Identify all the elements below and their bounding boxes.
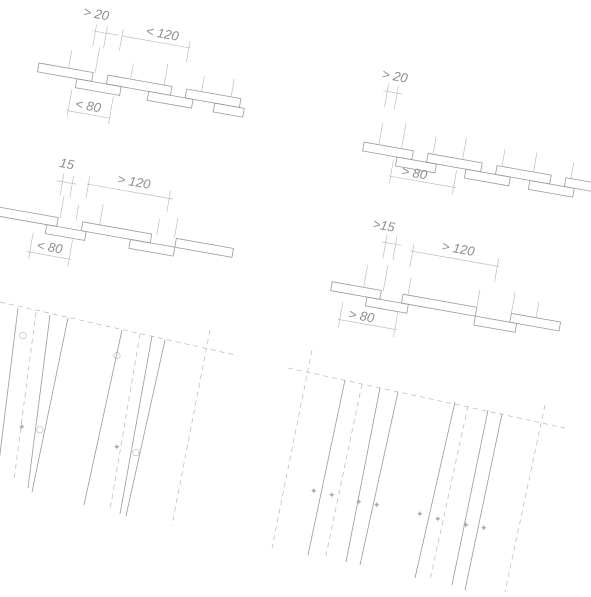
fastener-mark: ✦ xyxy=(355,498,363,508)
dim-label-overlap: > 120 xyxy=(441,238,477,259)
dim-label-overlap: > 120 xyxy=(117,171,153,192)
fastener-mark: ✦ xyxy=(18,423,26,433)
fastener-mark: ✦ xyxy=(373,501,381,511)
detail-middle-left: 15 > 120 < 80 xyxy=(0,155,234,267)
fastener-mark: ○ xyxy=(19,331,27,341)
dim-label-gap: >15 xyxy=(372,216,397,235)
elevation-left: ✦ ✦ ○ ○ ○ ○ xyxy=(0,301,236,526)
elevation-right: ✦ ✦ ✦ ✦ ✦ ✦ ✦ ✦ xyxy=(271,349,566,593)
detail-top-right: > 20 > 80 xyxy=(362,66,591,198)
fastener-mark: ✦ xyxy=(328,491,336,501)
dim-label-gap: 15 xyxy=(58,155,76,172)
fastener-mark: ✦ xyxy=(113,443,121,453)
dim-label-width: > 80 xyxy=(348,306,377,325)
dimension-lines xyxy=(383,83,457,195)
detail-top-left: > 20 < 120 < 80 xyxy=(37,4,245,125)
dimension-lines xyxy=(337,234,500,338)
fastener-mark: ○ xyxy=(132,448,140,458)
dim-label-width: < 80 xyxy=(36,237,65,256)
fastener-mark: ○ xyxy=(113,351,121,361)
fastener-mark: ✦ xyxy=(462,521,470,531)
detail-middle-right: >15 > 120 > 80 xyxy=(330,216,562,338)
dim-label-gap: > 20 xyxy=(381,66,410,85)
dim-label-width: < 80 xyxy=(74,96,103,115)
dimension-lines xyxy=(26,173,174,267)
dim-label-overlap: < 120 xyxy=(145,23,181,44)
board-section xyxy=(37,47,245,118)
fastener-mark: ✦ xyxy=(310,487,318,497)
board-section xyxy=(330,265,562,333)
dim-label-width: > 80 xyxy=(400,163,429,182)
fastener-mark: ○ xyxy=(36,425,44,435)
dimension-lines xyxy=(66,24,191,125)
fastener-mark: ✦ xyxy=(434,515,442,525)
fastener-mark: ✦ xyxy=(480,524,488,534)
board-section xyxy=(362,122,591,198)
fastener-mark: ✦ xyxy=(416,510,424,520)
dim-label-gap: > 20 xyxy=(82,4,111,23)
board-section xyxy=(0,196,234,258)
